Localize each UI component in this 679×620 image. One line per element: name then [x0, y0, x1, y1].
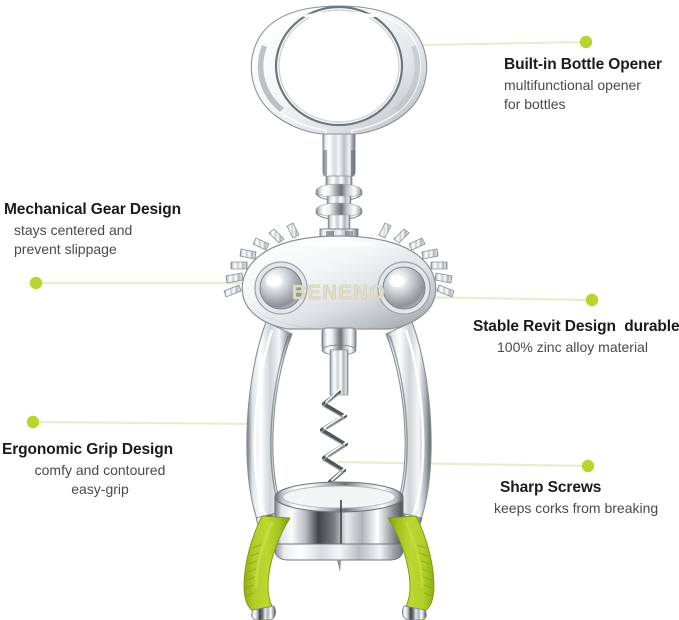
callout-bottle-opener-title: Built-in Bottle Opener [504, 56, 662, 73]
callout-gear-design: Mechanical Gear Design stays centered an… [4, 200, 204, 259]
brand-engraving: BENENO [292, 282, 387, 304]
callout-grip-design-subtitle: comfy and contoured easy-grip [34, 462, 166, 498]
connector-bottle-opener [317, 35, 593, 49]
callout-gear-design-title: Mechanical Gear Design [4, 201, 181, 218]
callout-revit-design-subtitle: 100% zinc alloy material [497, 339, 648, 356]
callout-sharp-screws-title: Sharp Screws [500, 479, 602, 496]
connector-sharp-screws [335, 459, 595, 473]
callout-bottle-opener: Built-in Bottle Opener multifunctional o… [504, 55, 679, 114]
connector-grip-design [26, 415, 263, 429]
grip-right [387, 515, 435, 620]
grip-left [243, 515, 291, 620]
gear-teeth-right [378, 222, 455, 298]
callout-bottle-opener-subtitle: multifunctional opener for bottles [504, 77, 641, 113]
connector-gear-design [29, 276, 258, 290]
neck-shaft [315, 175, 363, 251]
gear-housing-body: BENENO [241, 235, 437, 330]
callout-sharp-screws: Sharp Screws keeps corks from breaking [494, 478, 679, 518]
gear-teeth-left [223, 222, 300, 298]
lever-arm-left [246, 321, 293, 539]
callout-revit-design: Stable Revit Design durable 100% zinc al… [473, 317, 679, 357]
callout-sharp-screws-subtitle: keeps corks from breaking [494, 500, 659, 517]
callout-grip-design-title: Ergonomic Grip Design [2, 441, 174, 458]
connector-revit-design [409, 293, 599, 307]
lever-arm-right [385, 321, 432, 539]
callout-revit-design-title: Stable Revit Design durable [473, 318, 679, 335]
chrome-base-collar [274, 481, 404, 572]
corkscrew-worm [319, 327, 357, 499]
callout-grip-design: Ergonomic Grip Design comfy and contoure… [2, 440, 202, 499]
callout-gear-design-subtitle: stays centered and prevent slippage [14, 222, 133, 258]
bottle-opener-head [250, 5, 428, 179]
